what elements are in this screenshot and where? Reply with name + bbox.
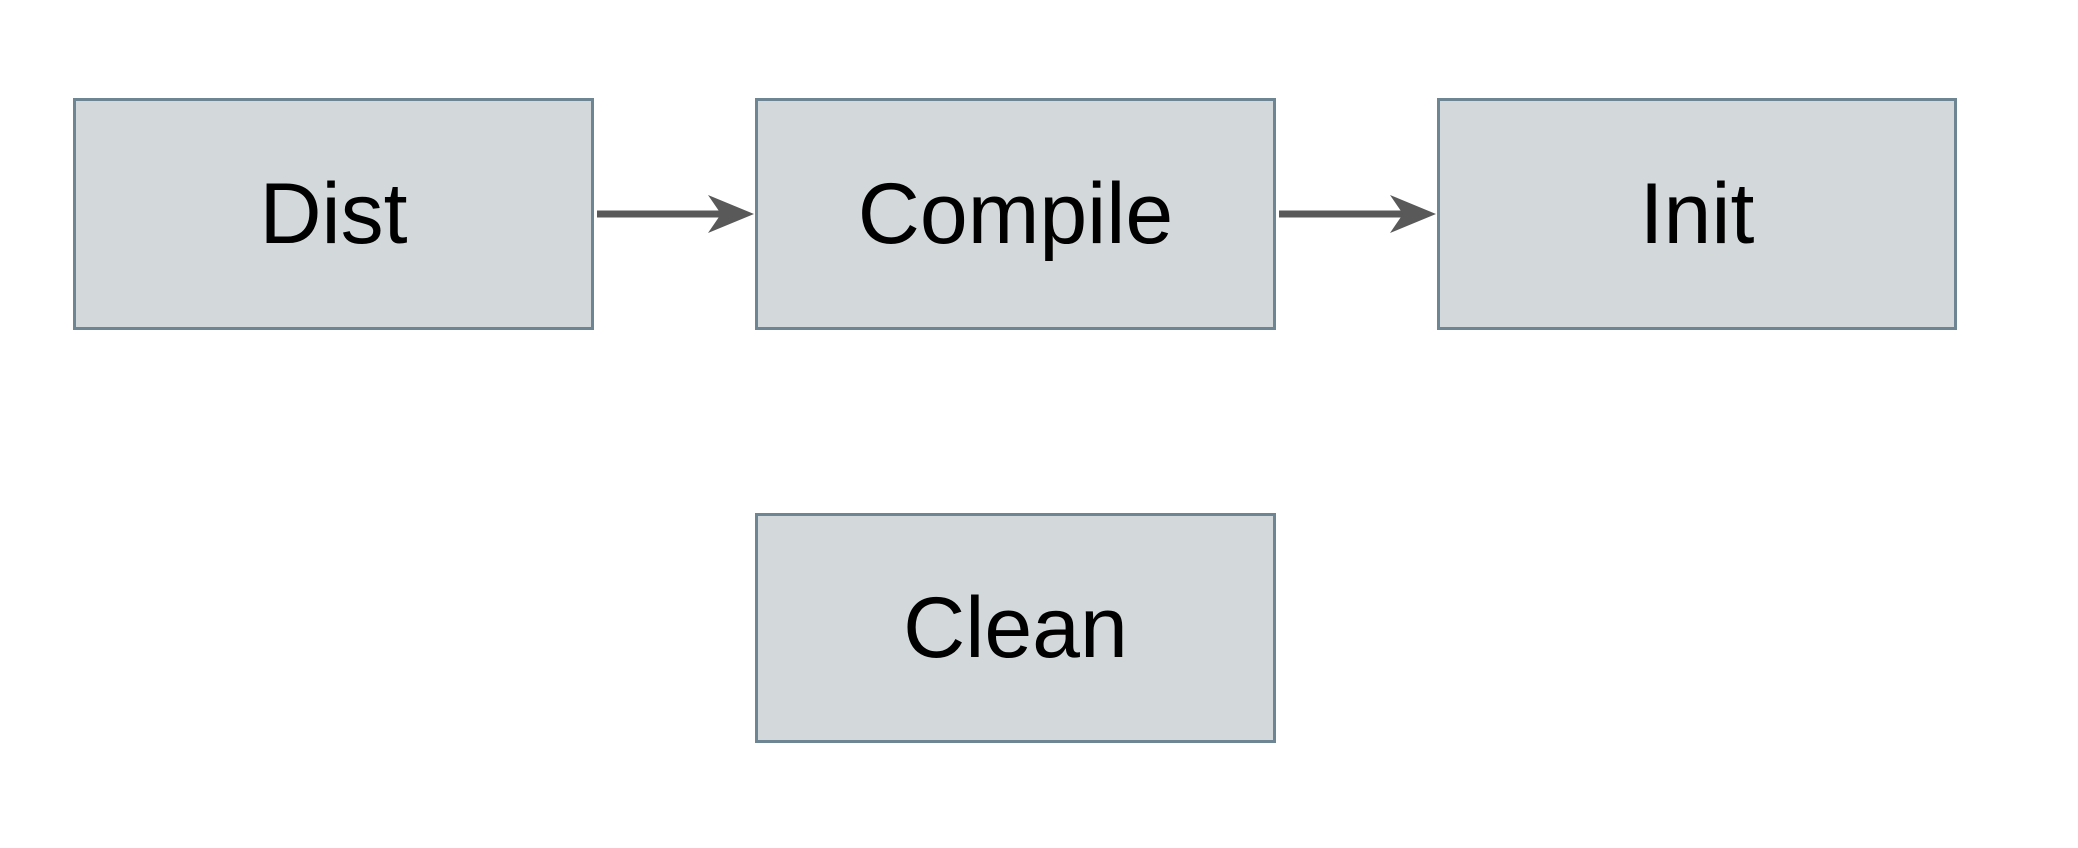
- node-init-label: Init: [1639, 166, 1755, 262]
- node-init: Init: [1437, 98, 1957, 330]
- node-clean: Clean: [755, 513, 1276, 743]
- arrow-dist-to-compile: [597, 195, 754, 233]
- node-dist: Dist: [73, 98, 594, 330]
- node-clean-label: Clean: [903, 580, 1128, 676]
- arrow-compile-to-init-head: [1390, 195, 1436, 233]
- arrow-dist-to-compile-head: [708, 195, 754, 233]
- arrow-compile-to-init: [1279, 195, 1436, 233]
- node-dist-label: Dist: [259, 166, 408, 262]
- node-compile-label: Compile: [857, 166, 1174, 262]
- node-compile: Compile: [755, 98, 1276, 330]
